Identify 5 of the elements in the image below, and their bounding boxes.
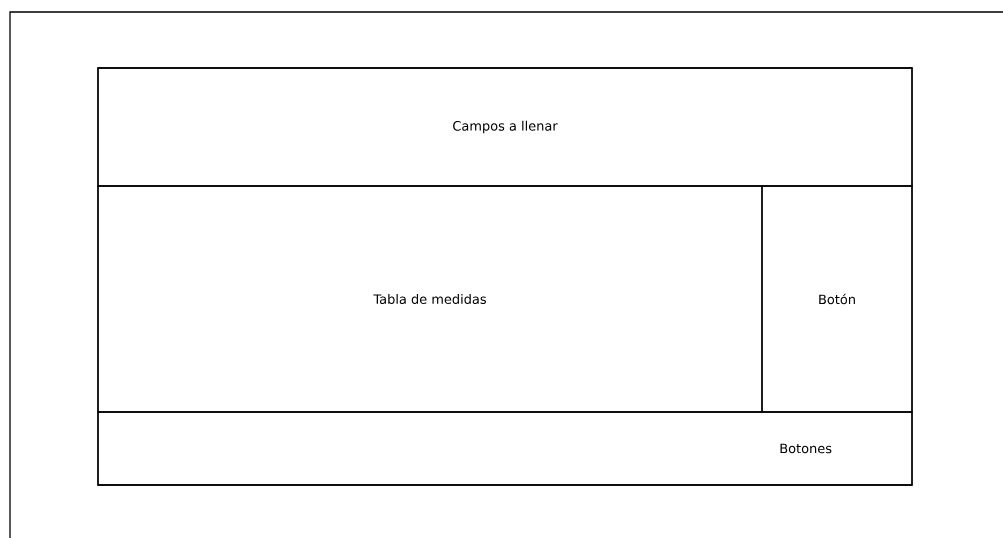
layout-panel: Tabla de medidas	[97, 185, 763, 413]
layout-panel: Botón	[761, 185, 913, 413]
window-frame	[9, 11, 1003, 538]
layout-panel: Campos a llenar	[97, 67, 913, 187]
layout-panel: Botones	[97, 411, 913, 486]
